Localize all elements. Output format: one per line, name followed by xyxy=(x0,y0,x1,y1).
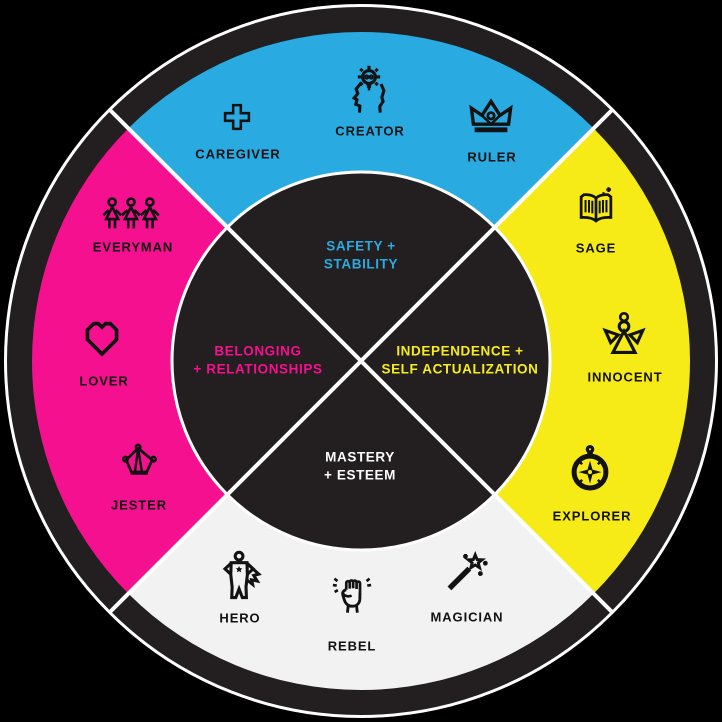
three-people-icon xyxy=(102,197,160,229)
medical-cross-icon xyxy=(223,103,251,131)
archetype-label-ruler: RULER xyxy=(467,149,517,165)
motivation-safety-stability: SAFETY + STABILITY xyxy=(324,237,398,272)
archetype-label-rebel: REBEL xyxy=(327,638,377,654)
magic-wand-icon xyxy=(447,551,488,591)
superhero-icon xyxy=(222,550,262,600)
archetype-label-jester: JESTER xyxy=(111,497,167,513)
motivation-mastery-line1: MASTERY xyxy=(325,449,395,465)
archetype-label-sage: SAGE xyxy=(575,240,617,256)
motivation-independence-line1: INDEPENDENCE + xyxy=(396,343,524,359)
compass-icon xyxy=(571,444,609,491)
archetype-label-caregiver: CAREGIVER xyxy=(195,146,281,162)
motivation-belonging-line2: + RELATIONSHIPS xyxy=(193,361,323,376)
raised-fist-icon xyxy=(332,577,372,613)
crown-icon xyxy=(469,98,513,133)
head-lightbulb-icon xyxy=(351,65,386,113)
open-book-icon xyxy=(579,187,613,223)
motivation-independence-line2: SELF ACTUALIZATION xyxy=(381,361,539,376)
archetype-label-hero: HERO xyxy=(219,610,261,626)
motivation-safety-line1: SAFETY + xyxy=(326,238,396,254)
motivation-belonging-relationships: BELONGING + RELATIONSHIPS xyxy=(193,342,322,377)
archetype-label-everyman: EVERYMAN xyxy=(92,239,174,255)
archetype-label-magician: MAGICIAN xyxy=(430,609,504,625)
divider-line-ne-sw xyxy=(108,108,614,614)
archetype-label-creator: CREATOR xyxy=(335,123,405,139)
archetype-label-lover: LOVER xyxy=(79,373,129,389)
heart-icon xyxy=(85,321,119,357)
jester-hat-icon xyxy=(121,443,157,475)
motivation-independence-self-actualization: INDEPENDENCE + SELF ACTUALIZATION xyxy=(381,342,538,377)
angel-icon xyxy=(602,311,646,355)
motivation-belonging-line1: BELONGING xyxy=(214,343,302,359)
motivation-safety-line2: STABILITY xyxy=(323,256,399,271)
archetype-label-innocent: INNOCENT xyxy=(587,369,663,385)
motivation-mastery-esteem: MASTERY + ESTEEM xyxy=(324,448,396,483)
motivation-mastery-line2: + ESTEEM xyxy=(324,467,396,482)
archetype-label-explorer: EXPLORER xyxy=(552,508,632,524)
